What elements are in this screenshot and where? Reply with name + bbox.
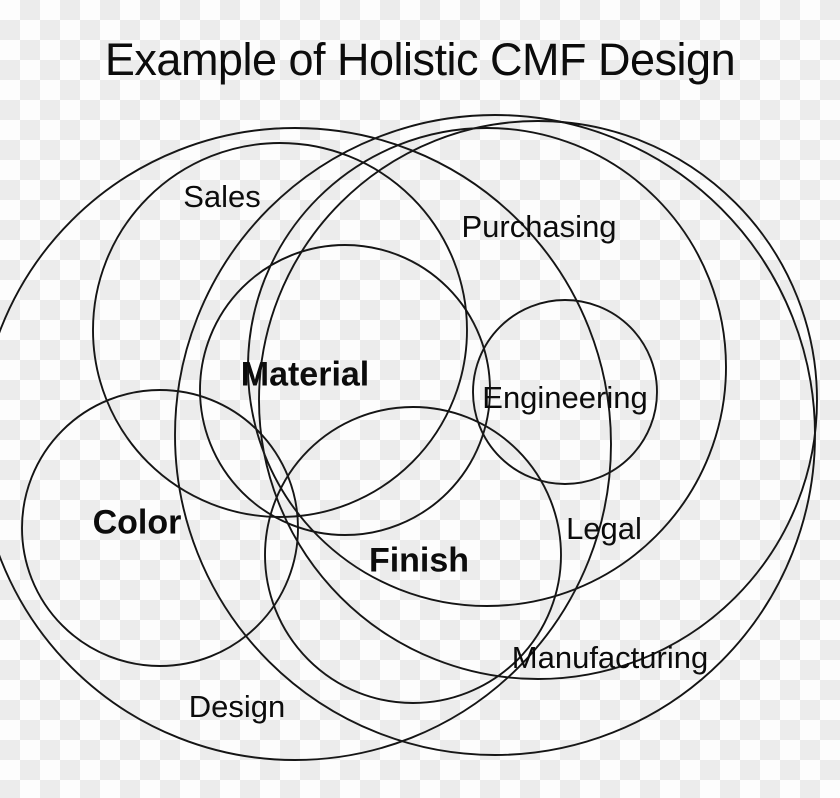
circle-sales [92, 142, 468, 518]
label-color: Color [92, 503, 182, 542]
circle-color [21, 389, 299, 667]
label-design: Design [188, 689, 286, 724]
circle-manufacturing [174, 114, 816, 756]
circle-legal [258, 120, 818, 680]
diagram-title: Example of Holistic CMF Design [104, 34, 736, 85]
label-material: Material [240, 355, 370, 394]
circle-material [199, 244, 491, 536]
circle-purchasing [247, 127, 727, 607]
circle-design [0, 127, 612, 761]
label-finish: Finish [368, 541, 470, 580]
label-purchasing: Purchasing [461, 209, 617, 244]
label-manufacturing: Manufacturing [511, 640, 709, 675]
label-engineering: Engineering [482, 380, 648, 415]
label-sales: Sales [183, 179, 261, 214]
circle-engineering [472, 299, 658, 485]
circle-finish [264, 406, 562, 704]
label-legal: Legal [566, 511, 642, 546]
